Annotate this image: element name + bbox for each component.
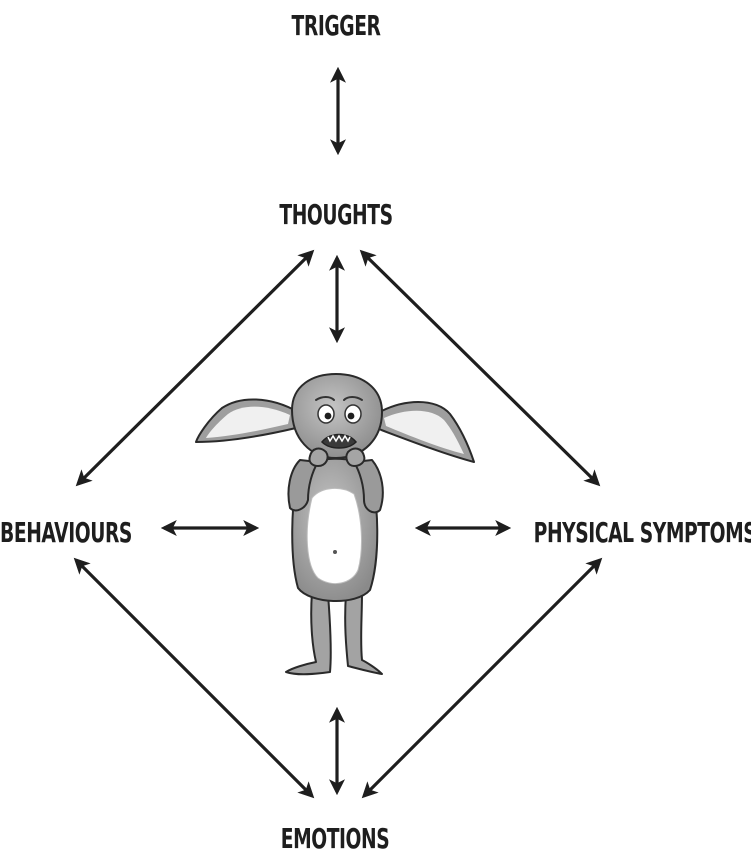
arrow-thoughts-behaviours (78, 252, 312, 484)
label-trigger: TRIGGER (292, 9, 381, 42)
arrow-behaviours-emotions (76, 560, 312, 796)
arrow-physical-emotions (364, 560, 600, 796)
creature-right-hand (346, 449, 364, 466)
creature-right-leg (345, 592, 382, 674)
creature-belly (307, 488, 361, 583)
creature-left-leg (286, 592, 331, 674)
anxious-creature-illustration (196, 374, 474, 674)
label-physical-symptoms: PHYSICAL SYMPTOMS (534, 516, 751, 549)
label-emotions: EMOTIONS (281, 822, 390, 854)
creature-left-hand (309, 449, 327, 466)
arrow-thoughts-physical (362, 252, 598, 484)
label-behaviours: BEHAVIOURS (0, 516, 132, 549)
label-thoughts: THOUGHTS (279, 198, 392, 231)
